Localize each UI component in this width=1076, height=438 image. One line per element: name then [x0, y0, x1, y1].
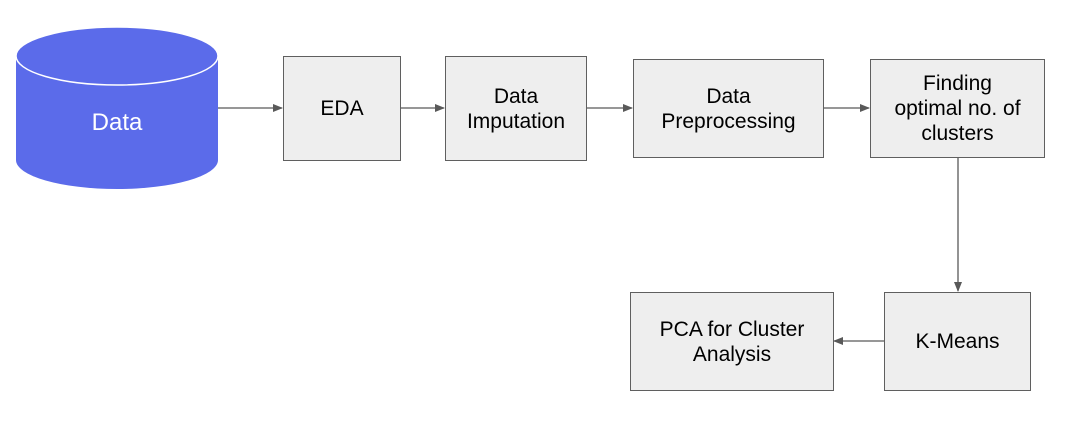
optimal-clusters-box: Finding optimal no. of clusters	[870, 59, 1045, 158]
data-preprocessing-box: Data Preprocessing	[633, 59, 824, 158]
imputation-label-line2: Imputation	[466, 109, 566, 133]
pca-label-line2: Analysis	[692, 342, 772, 366]
eda-label: EDA	[320, 97, 364, 120]
kmeans-label: K-Means	[915, 330, 1000, 353]
database-label: Data	[91, 109, 143, 136]
optimal-label-line1: Finding	[923, 72, 992, 95]
pca-box: PCA for Cluster Analysis	[630, 292, 834, 391]
database-icon	[15, 26, 219, 189]
eda-box: EDA	[283, 56, 401, 161]
pca-label-line1: PCA for Cluster	[659, 317, 805, 341]
optimal-label-line3: clusters	[921, 122, 994, 145]
kmeans-box: K-Means	[884, 292, 1031, 391]
optimal-label-line2: optimal no. of	[894, 97, 1021, 120]
preprocessing-label-line2: Preprocessing	[661, 109, 796, 133]
preprocessing-label-line1: Data	[706, 84, 751, 108]
imputation-label-line1: Data	[493, 84, 539, 108]
data-imputation-box: Data Imputation	[445, 56, 587, 161]
